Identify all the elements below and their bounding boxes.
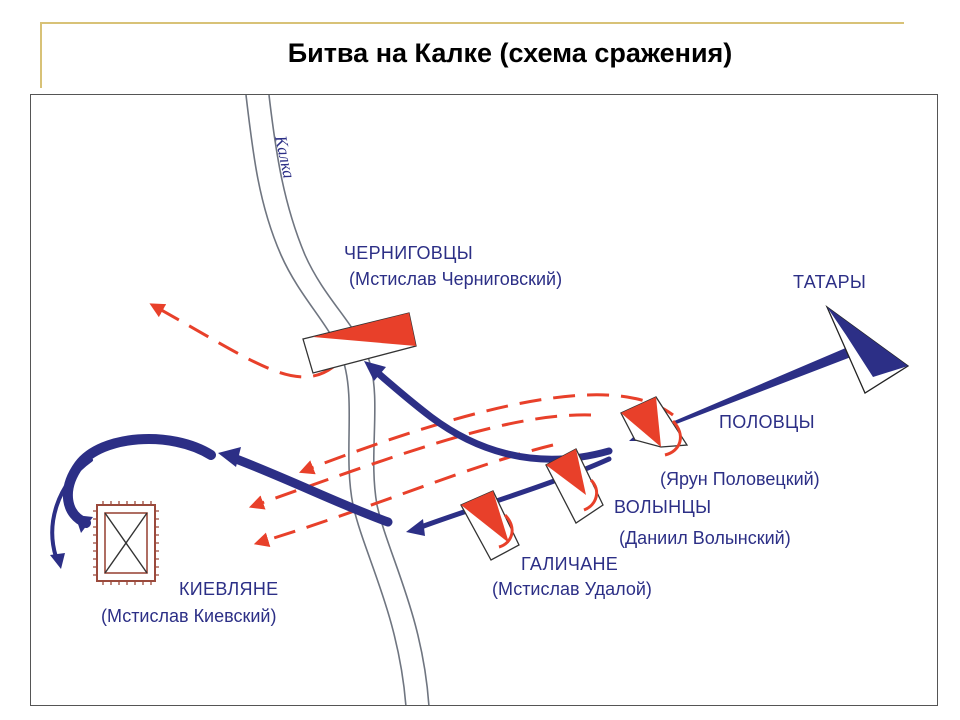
label-kiev-name: КИЕВЛЯНЕ xyxy=(179,579,278,599)
tatar-encircle-arrow-1-head xyxy=(75,515,93,533)
tatar-attack-arrow-north-head xyxy=(364,361,386,381)
tatar-attack-arrow-west-head xyxy=(218,447,241,467)
unit-volyn-flag xyxy=(545,448,604,524)
unit-chernigov-flag xyxy=(302,312,417,374)
slide-title: Битва на Калке (схема сражения) xyxy=(287,38,733,68)
label-polovtsy-leader: (Ярун Половецкий) xyxy=(660,469,820,489)
label-galich-name: ГАЛИЧАНЕ xyxy=(521,554,618,574)
unit-galich-flag xyxy=(460,490,520,561)
tatar-attack-arrow-north xyxy=(367,363,613,463)
unit-tatar-flag xyxy=(825,305,910,394)
tatar-main-thrust-arrow xyxy=(629,347,851,441)
label-kiev-leader: (Мстислав Киевский) xyxy=(101,606,276,626)
tatar-encircle-arrow-1 xyxy=(62,434,216,528)
label-tatar-name: ТАТАРЫ xyxy=(793,272,866,292)
retreat-arrow-chernigov xyxy=(149,303,334,379)
retreat-arrows xyxy=(149,303,674,547)
retreat-arrow-polovtsy-2 xyxy=(248,413,592,510)
river-label: Калка xyxy=(271,133,299,180)
tatar-attack-arrow-south-head xyxy=(406,519,425,536)
tatar-encircle-arrow-2-head xyxy=(50,553,65,569)
kiev-camp-icon xyxy=(93,501,159,585)
unit-labels: ЧЕРНИГОВЦЫ (Мстислав Черниговский) ТАТАР… xyxy=(101,243,866,626)
label-chernigov-name: ЧЕРНИГОВЦЫ xyxy=(344,243,473,263)
label-volyn-leader: (Даниил Волынский) xyxy=(619,528,791,548)
label-polovtsy-name: ПОЛОВЦЫ xyxy=(719,412,815,432)
battle-map: Калка xyxy=(30,94,938,706)
tatar-attack-arrow-south xyxy=(418,456,612,530)
title-accent-line-vertical xyxy=(40,22,42,88)
retreat-arrow-volyn xyxy=(253,443,554,547)
retreat-arrow-polovtsy-1 xyxy=(298,393,674,475)
tatar-attack-arrow-west xyxy=(226,452,393,527)
battle-map-drawing: Калка xyxy=(50,95,910,705)
label-galich-leader: (Мстислав Удалой) xyxy=(492,579,652,599)
unit-polovtsy-flag xyxy=(620,396,689,457)
title-accent-line-horizontal xyxy=(40,22,904,24)
label-volyn-name: ВОЛЫНЦЫ xyxy=(614,497,711,517)
tatar-attack-arrows xyxy=(50,347,851,569)
label-chernigov-leader: (Мстислав Черниговский) xyxy=(349,269,562,289)
tatar-encircle-arrow-2 xyxy=(50,458,93,559)
